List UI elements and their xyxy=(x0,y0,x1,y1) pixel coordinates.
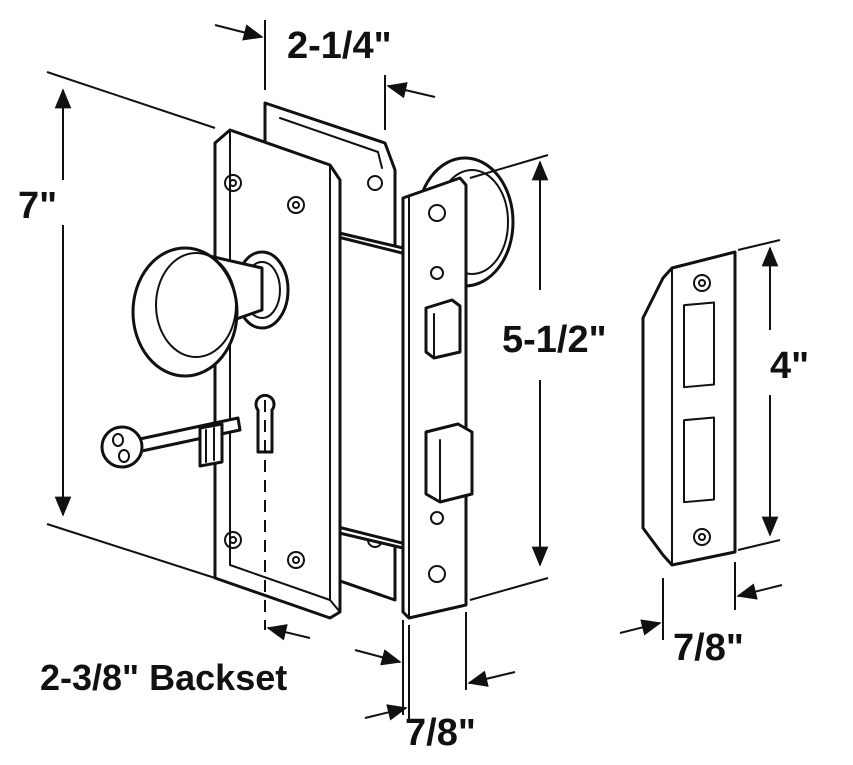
lock-faceplate xyxy=(401,176,474,620)
faceplate-height-label: 5-1/2" xyxy=(502,319,607,361)
lock-case xyxy=(328,233,412,547)
faceplate-width-label: 7/8" xyxy=(405,712,476,754)
strike-height-label: 4" xyxy=(770,345,809,387)
strike-plate xyxy=(641,250,737,567)
overall-height-label: 7" xyxy=(18,185,57,227)
front-knob xyxy=(131,246,290,378)
latch-bolt xyxy=(424,298,462,360)
backset-label: 2-3/8" Backset xyxy=(40,657,287,698)
front-escutcheon-plate xyxy=(213,128,342,620)
skeleton-key-icon xyxy=(100,416,242,469)
dead-bolt xyxy=(424,422,474,504)
dimension-lines xyxy=(46,20,783,721)
plate-width-label: 2-1/4" xyxy=(287,25,392,67)
strike-width-label: 7/8" xyxy=(673,627,744,669)
